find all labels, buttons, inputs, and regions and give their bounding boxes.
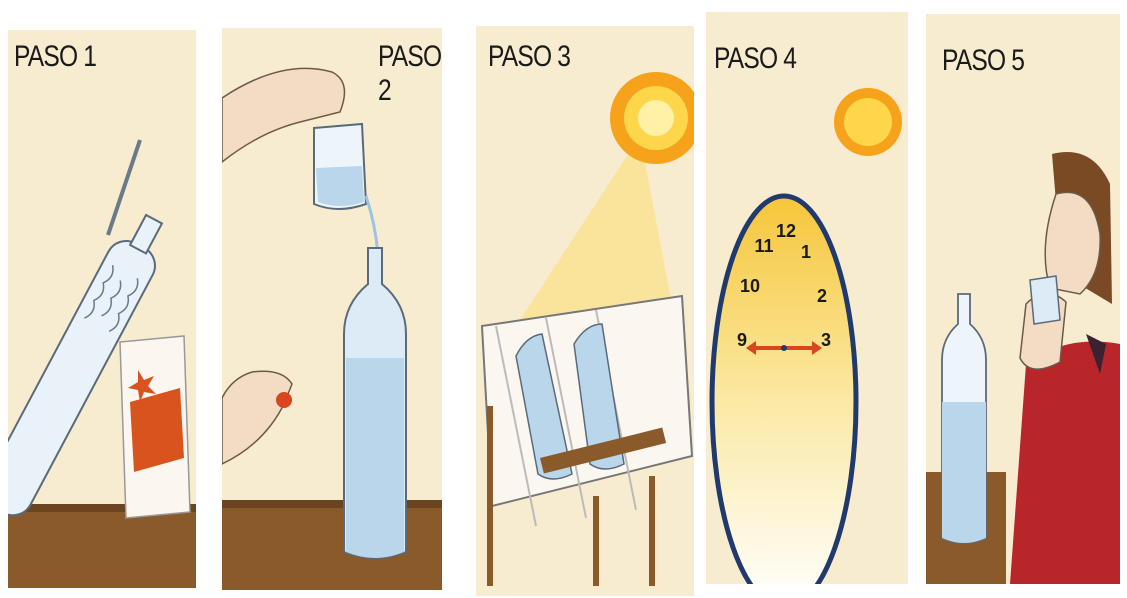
sun-icon	[610, 72, 694, 164]
bottle-icon	[942, 294, 986, 543]
brush-icon	[108, 140, 140, 235]
step-label: PASO 4	[714, 42, 796, 76]
step-1-illustration	[8, 30, 196, 588]
jug-icon	[314, 124, 366, 209]
clock-number: 12	[776, 221, 796, 241]
step-3-panel: PASO 3	[476, 26, 694, 596]
table	[8, 508, 196, 588]
step-5-illustration	[926, 14, 1120, 584]
glass-icon	[1030, 276, 1060, 324]
clock-number: 3	[821, 330, 831, 350]
bottle-icon	[344, 248, 406, 558]
step-2-illustration	[222, 28, 442, 590]
step-label: PASO 2	[378, 40, 441, 108]
step-2-panel: PASO 2	[222, 28, 442, 590]
step-4-panel: 12 11 1 10 2 9 3 PASO 4	[706, 12, 908, 584]
clock-number: 2	[817, 286, 827, 306]
clock-face	[712, 196, 856, 584]
table-edge	[222, 500, 442, 508]
step-label: PASO 5	[942, 44, 1024, 78]
step-4-illustration: 12 11 1 10 2 9 3	[706, 12, 908, 584]
step-1-panel: PASO 1	[8, 30, 196, 588]
step-5-panel: PASO 5	[926, 14, 1120, 584]
bottle-cap-icon	[276, 392, 292, 408]
detergent-packet-icon	[120, 336, 190, 518]
step-label: PASO 1	[14, 40, 96, 74]
sun-icon	[834, 88, 902, 156]
person-icon	[1010, 152, 1120, 584]
clock-number: 9	[737, 330, 747, 350]
clock-number: 10	[740, 276, 760, 296]
sun-ray	[516, 136, 676, 326]
step-3-illustration	[476, 26, 694, 596]
step-label: PASO 3	[488, 40, 570, 74]
clock-number: 1	[801, 242, 811, 262]
table	[222, 504, 442, 590]
clock-number: 11	[754, 236, 773, 256]
hand-icon	[222, 371, 292, 464]
